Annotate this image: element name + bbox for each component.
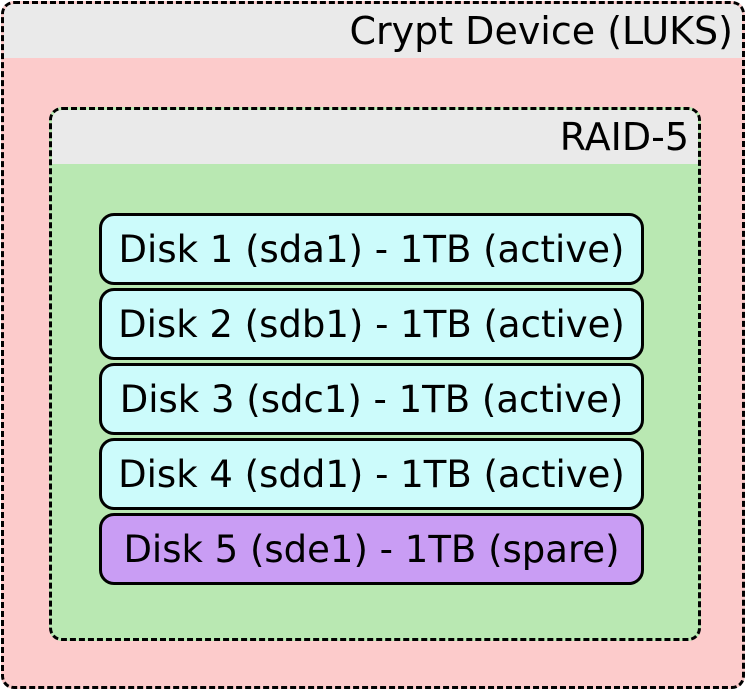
raid-header: RAID-5 (52, 110, 698, 164)
disk-2-label: Disk 2 (sdb1) - 1TB (active) (118, 302, 625, 346)
crypt-device-header: Crypt Device (LUKS) (4, 4, 742, 58)
disk-5-spare-box: Disk 5 (sde1) - 1TB (spare) (99, 513, 644, 585)
crypt-device-title: Crypt Device (LUKS) (349, 9, 733, 53)
disk-2-box: Disk 2 (sdb1) - 1TB (active) (99, 288, 644, 360)
disk-4-box: Disk 4 (sdd1) - 1TB (active) (99, 438, 644, 510)
disk-1-label: Disk 1 (sda1) - 1TB (active) (118, 227, 625, 271)
raid-container: RAID-5 Disk 1 (sda1) - 1TB (active) Disk… (49, 107, 701, 641)
disk-1-box: Disk 1 (sda1) - 1TB (active) (99, 213, 644, 285)
raid-disk-list: Disk 1 (sda1) - 1TB (active) Disk 2 (sdb… (52, 164, 698, 585)
disk-4-label: Disk 4 (sdd1) - 1TB (active) (118, 452, 625, 496)
raid-title: RAID-5 (559, 115, 689, 159)
disk-3-box: Disk 3 (sdc1) - 1TB (active) (99, 363, 644, 435)
disk-5-label: Disk 5 (sde1) - 1TB (spare) (123, 527, 620, 571)
disk-3-label: Disk 3 (sdc1) - 1TB (active) (119, 377, 624, 421)
